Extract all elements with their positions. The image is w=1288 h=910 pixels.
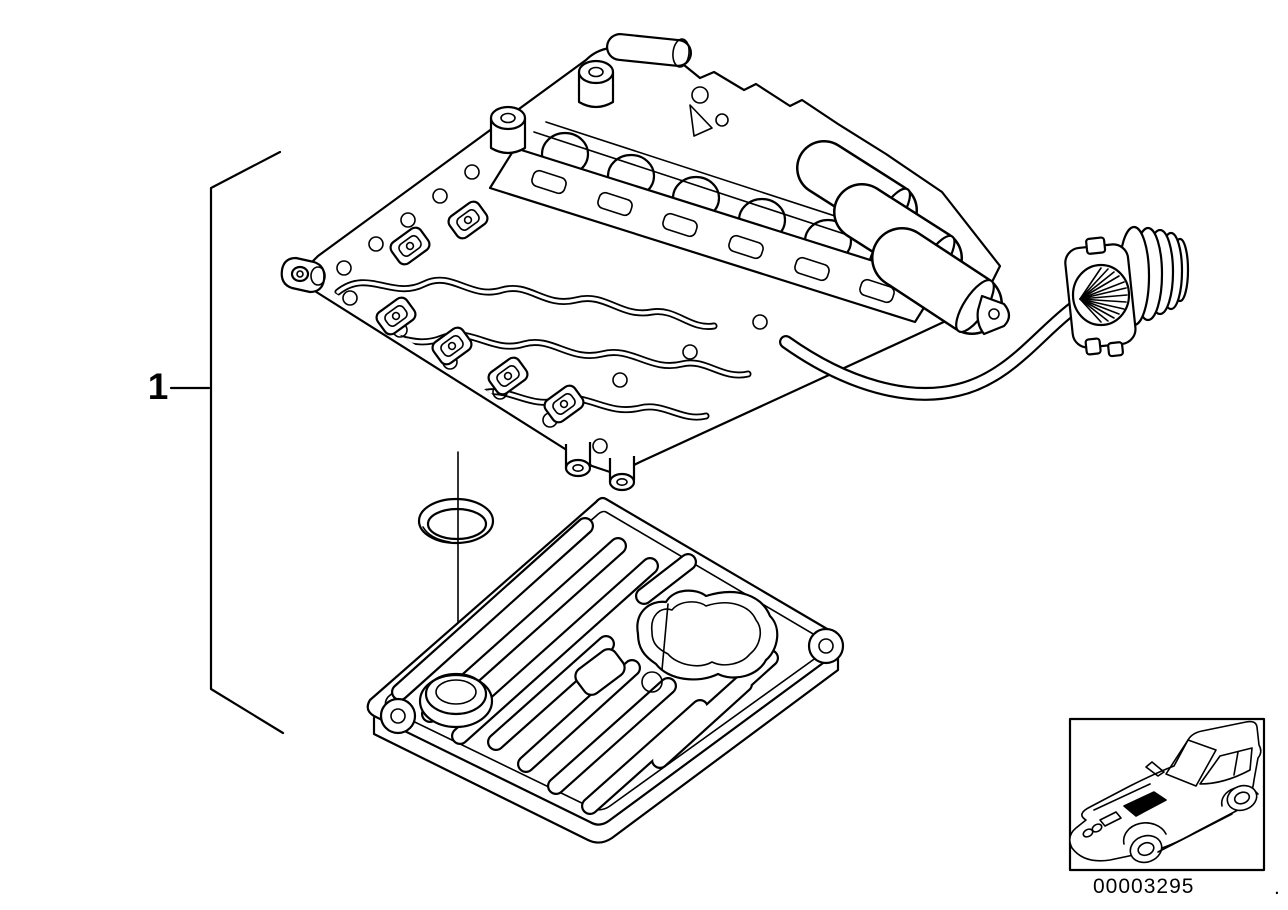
callout-1-label[interactable]: 1 — [148, 366, 169, 407]
oil-strainer-pan-drawing — [366, 496, 845, 844]
gasket-channels — [334, 276, 752, 421]
connector-wire-fan — [1079, 267, 1128, 323]
round-harness-connector-drawing — [1064, 225, 1190, 358]
valve-body-drawing — [280, 33, 1011, 492]
solenoid-row — [796, 140, 1011, 336]
pan-mount-ear-right — [807, 627, 845, 665]
pan-small-pad — [574, 648, 626, 696]
car-rear-wheel — [1226, 784, 1258, 812]
image-number: 00003295 — [1093, 875, 1194, 898]
valve-body-bolt-holes — [336, 86, 768, 454]
guide-bosses — [489, 33, 692, 155]
pan-skirt — [372, 652, 840, 844]
callout-bracket — [169, 150, 285, 735]
car-icon — [1068, 720, 1262, 864]
pan-mount-ear-left — [379, 697, 417, 735]
solenoid-mount-tab — [976, 294, 1011, 336]
pan-kidney-recess — [636, 589, 779, 681]
valve-ports — [375, 200, 585, 424]
car-front-wheel — [1129, 834, 1163, 864]
bottom-bosses — [564, 442, 636, 492]
pan-small-hole — [641, 671, 663, 693]
harness-cable — [779, 299, 1083, 401]
left-lug — [280, 256, 326, 294]
car-location-thumbnail — [1068, 717, 1266, 872]
callout-1[interactable]: 1 — [148, 366, 169, 407]
o-ring-seal-drawing — [417, 497, 495, 545]
stray-dot: . — [1274, 876, 1281, 899]
connector-face — [1071, 263, 1131, 327]
pan-intake-port — [418, 672, 494, 729]
part-location-marker — [1123, 791, 1167, 817]
